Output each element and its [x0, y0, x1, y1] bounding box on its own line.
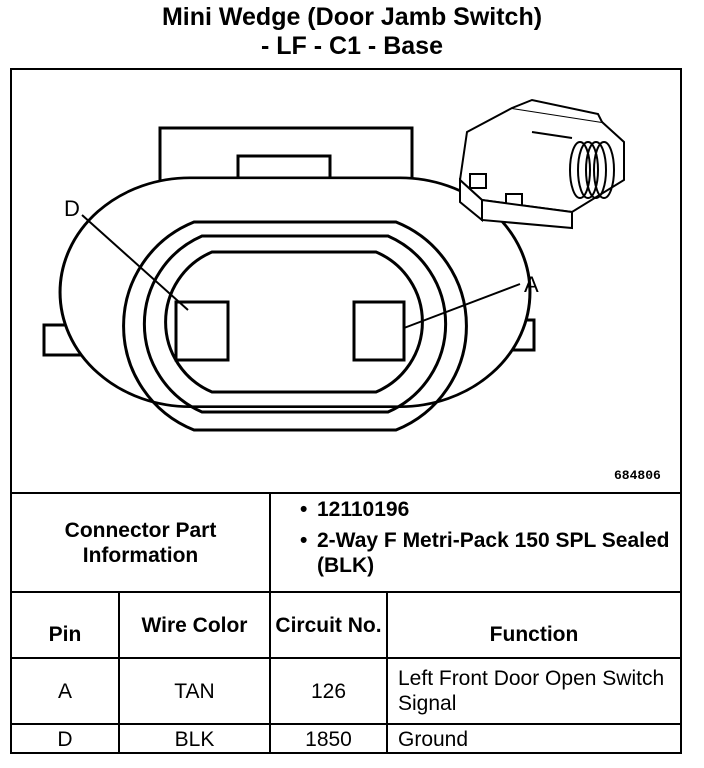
- column-header-wire-color: Wire Color: [141, 613, 248, 637]
- bullet: •: [300, 498, 308, 521]
- row-d-circuit-no: 1850: [305, 728, 352, 751]
- terminal-d: [174, 300, 230, 362]
- divider: [12, 492, 680, 494]
- row-d-pin: D: [57, 728, 73, 751]
- connector-inner-cavity: [164, 250, 424, 394]
- part-description-item: • 2-Way F Metri-Pack 150 SPL Sealed (BLK…: [290, 528, 680, 578]
- part-number: 12110196: [317, 498, 410, 521]
- connector-part-list: • 12110196 • 2-Way F Metri-Pack 150 SPL …: [290, 497, 680, 584]
- divider: [12, 657, 680, 659]
- row-a-pin: A: [57, 679, 72, 703]
- row-a-circuit-no: 126: [310, 679, 347, 703]
- row-a-wire-color: TAN: [174, 679, 215, 703]
- connector-diagram: D A: [42, 98, 625, 432]
- column-header-function: Function: [489, 623, 579, 646]
- figure-number: 684806: [614, 468, 661, 483]
- row-d-wire-color: BLK: [174, 728, 215, 751]
- divider: [386, 591, 388, 754]
- connector-frame: [10, 68, 682, 754]
- connector-iso-illustration: [458, 98, 625, 230]
- column-header-pin: Pin: [48, 623, 82, 646]
- page-title: Mini Wedge (Door Jamb Switch): [161, 3, 543, 31]
- column-header-circuit-no: Circuit No.: [275, 613, 382, 637]
- connector-outer-oval: [58, 176, 532, 408]
- divider: [269, 591, 271, 754]
- connector-part-header: Connector Part Information: [64, 518, 217, 567]
- part-description: 2-Way F Metri-Pack 150 SPL Sealed (BLK): [317, 529, 670, 577]
- pin-label-a: A: [524, 272, 539, 297]
- terminal-a: [352, 300, 406, 362]
- part-number-item: • 12110196: [290, 497, 680, 522]
- divider: [118, 591, 120, 754]
- row-d-function: Ground: [398, 728, 469, 751]
- pin-label-d: D: [64, 196, 80, 221]
- divider: [269, 492, 271, 593]
- page-subtitle: - LF - C1 - Base: [261, 32, 443, 60]
- divider: [12, 723, 680, 725]
- bullet: •: [300, 529, 308, 552]
- divider: [12, 591, 680, 593]
- row-a-function: Left Front Door Open Switch Signal: [398, 667, 665, 715]
